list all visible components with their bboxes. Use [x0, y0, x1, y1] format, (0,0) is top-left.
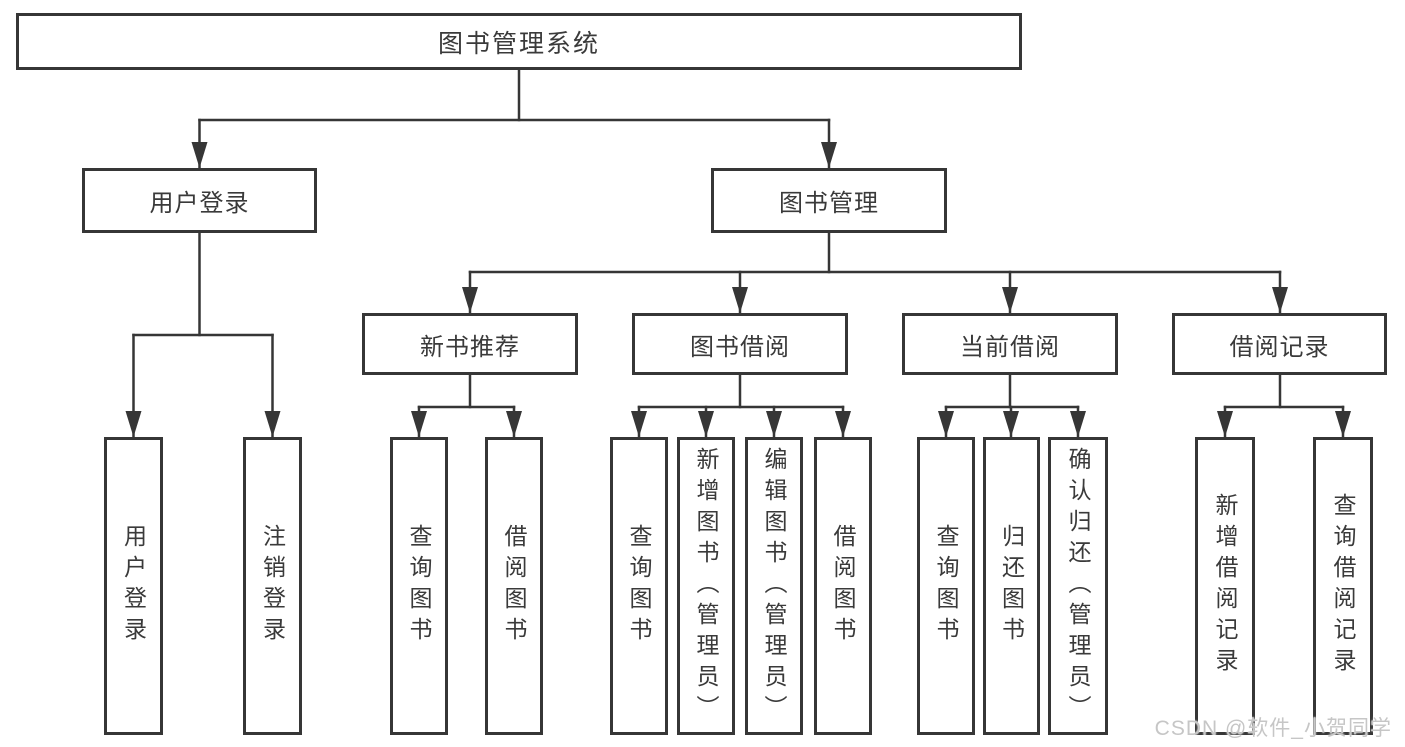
node-login-logout: 注销登录	[243, 437, 302, 735]
node-current-confirm-return: 确认归还（管理员）	[1048, 437, 1108, 735]
node-root: 图书管理系统	[16, 13, 1022, 70]
node-recommend-query-books: 查询图书	[390, 437, 448, 735]
node-records-add-record: 新增借阅记录	[1195, 437, 1255, 735]
node-borrow-records: 借阅记录	[1172, 313, 1387, 375]
node-records-query-record: 查询借阅记录	[1313, 437, 1373, 735]
node-user-login: 用户登录	[82, 168, 317, 233]
node-current-return-books: 归还图书	[983, 437, 1040, 735]
node-login-user-login: 用户登录	[104, 437, 163, 735]
node-new-book-recommend: 新书推荐	[362, 313, 578, 375]
node-current-query-books: 查询图书	[917, 437, 975, 735]
node-book-borrowing: 图书借阅	[632, 313, 848, 375]
node-borrowing-query-books: 查询图书	[610, 437, 668, 735]
node-recommend-borrow-books: 借阅图书	[485, 437, 543, 735]
node-current-borrowing: 当前借阅	[902, 313, 1118, 375]
node-book-management: 图书管理	[711, 168, 947, 233]
node-borrowing-edit-books: 编辑图书（管理员）	[745, 437, 803, 735]
watermark-text: CSDN @软件_小贺同学	[1154, 717, 1392, 740]
node-borrowing-borrow-books: 借阅图书	[814, 437, 872, 735]
node-borrowing-add-books: 新增图书（管理员）	[677, 437, 735, 735]
